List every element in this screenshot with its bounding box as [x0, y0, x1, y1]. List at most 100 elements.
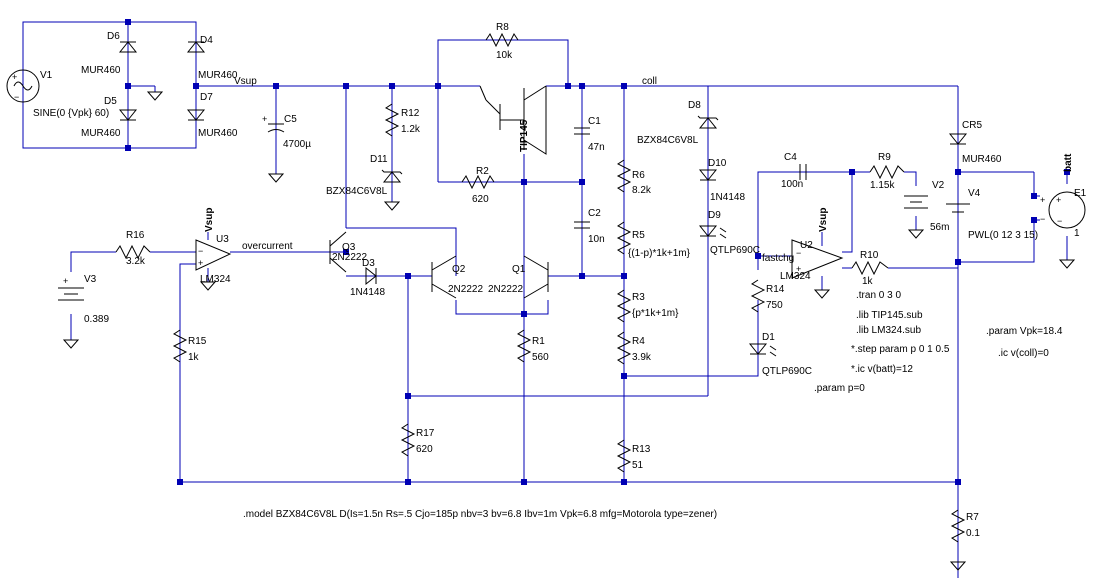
label-CR5: CR5 — [962, 120, 982, 131]
label-D5: D5 — [104, 96, 117, 107]
zener-D8: D8 BZX84C6V8L — [637, 100, 719, 146]
resistor-R5: R5 {(1-p)*1k+1m} — [616, 221, 691, 259]
label-D9: D9 — [708, 210, 721, 221]
value-R9: 1.15k — [870, 180, 895, 191]
resistor-R16: R16 3.2k — [115, 230, 151, 267]
value-D3: 1N4148 — [350, 287, 385, 298]
directive-model: .model BZX84C6V8L D(Is=1.5n Rs=.5 Cjo=18… — [243, 509, 717, 520]
value-D1: QTLP690C — [762, 366, 812, 377]
label-Q2: Q2 — [452, 264, 466, 275]
resistor-R6: R6 8.2k — [616, 159, 652, 196]
label-R15: R15 — [188, 336, 207, 347]
label-R8: R8 — [496, 22, 509, 33]
transistor-Q2: Q2 2N2222 — [431, 255, 483, 299]
capacitor-C1: C1 47n — [574, 116, 605, 153]
value-TIP145: TIP145 — [519, 119, 530, 152]
label-C1: C1 — [588, 116, 601, 127]
symbol-mark: + — [1056, 195, 1061, 205]
label-D4: D4 — [200, 35, 213, 46]
directive-step: *.step param p 0 1 0.5 — [851, 344, 950, 355]
value-Q2: 2N2222 — [448, 284, 483, 295]
resistor-R17: R17 620 — [400, 423, 435, 457]
value-R1: 560 — [532, 352, 549, 363]
value-U3: LM324 — [200, 274, 231, 285]
value-V1: SINE(0 {Vpk} 60) — [33, 108, 109, 119]
led-D9: D9 QTLP690C — [698, 210, 760, 256]
value-R13: 51 — [632, 460, 644, 471]
label-R12: R12 — [401, 108, 420, 119]
source-V3: + V3 0.389 — [58, 274, 109, 349]
label-R4: R4 — [632, 336, 645, 347]
symbol-mark: − — [198, 246, 203, 256]
value-V2: 56m — [930, 222, 949, 233]
label-R2: R2 — [476, 166, 489, 177]
value-V3: 0.389 — [84, 314, 109, 325]
resistor-R7: R7 0.1 — [949, 509, 980, 571]
value-D4: MUR460 — [198, 70, 238, 81]
directive-ic-coll: .ic v(coll)=0 — [998, 348, 1049, 359]
transistor-Q3: Q3 2N2222 — [329, 231, 367, 273]
symbol-mark: + — [262, 114, 267, 124]
value-E1: 1 — [1074, 228, 1080, 239]
opamp-U3: − + U3 LM324 Vsup — [195, 208, 232, 291]
directive-param-vpk: .param Vpk=18.4 — [986, 326, 1063, 337]
label-C5: C5 — [284, 114, 297, 125]
label-Q1: Q1 — [512, 264, 526, 275]
label-R14: R14 — [766, 284, 785, 295]
value-R14: 750 — [766, 300, 783, 311]
value-CR5: MUR460 — [962, 154, 1002, 165]
directive-tran: .tran 0 3 0 — [856, 290, 901, 301]
value-Q1: 2N2222 — [488, 284, 523, 295]
resistor-R10: R10 1k — [851, 250, 889, 287]
value-R4: 3.9k — [632, 352, 652, 363]
diode-D3: D3 1N4148 — [350, 258, 385, 298]
symbol-mark: + — [1040, 195, 1045, 205]
symbol-mark: + — [198, 258, 203, 268]
label-E1: E1 — [1074, 188, 1087, 199]
diode-D7: D7 MUR460 — [186, 92, 238, 139]
label-D6: D6 — [107, 31, 120, 42]
directive-ic-batt: *.ic v(batt)=12 — [851, 364, 913, 375]
value-D5: MUR460 — [81, 128, 121, 139]
source-E1: + − + − E1 1 — [1040, 188, 1087, 269]
value-C5: 4700µ — [283, 139, 311, 150]
resistor-R13: R13 51 — [616, 439, 651, 473]
net-fastchg: fastchg — [762, 253, 794, 264]
value-R7: 0.1 — [966, 528, 980, 539]
label-R3: R3 — [632, 292, 645, 303]
label-R5: R5 — [632, 230, 645, 241]
value-C1: 47n — [588, 142, 605, 153]
label-R17: R17 — [416, 428, 435, 439]
label-U2: U2 — [800, 240, 813, 251]
opamp-U2: − + U2 LM324 Vsup — [780, 208, 844, 299]
label-R10: R10 — [860, 250, 879, 261]
label-D11: D11 — [370, 154, 388, 165]
net-overcurrent: overcurrent — [242, 241, 293, 252]
value-C2: 10n — [588, 234, 605, 245]
label-D10: D10 — [708, 158, 727, 169]
label-D3: D3 — [362, 258, 375, 269]
symbol-mark: + — [796, 264, 801, 274]
label-R6: R6 — [632, 170, 645, 181]
led-D1: D1 QTLP690C — [748, 332, 812, 377]
value-R17: 620 — [416, 444, 433, 455]
label-C4: C4 — [784, 152, 797, 163]
resistor-R1: R1 560 — [516, 329, 549, 363]
directive-param-p: .param p=0 — [814, 383, 865, 394]
value-D8: BZX84C6V8L — [637, 135, 699, 146]
value-D7: MUR460 — [198, 128, 238, 139]
label-V2: V2 — [932, 180, 945, 191]
value-R6: 8.2k — [632, 185, 652, 196]
source-V1: + − V1 SINE(0 {Vpk} 60) — [6, 69, 109, 119]
resistor-R8: R8 10k — [485, 22, 519, 61]
value-D9: QTLP690C — [710, 245, 760, 256]
source-V4: V4 PWL(0 12 3 15) — [946, 188, 1038, 241]
value-R2: 620 — [472, 194, 489, 205]
diode-D4: D4 MUR460 — [186, 35, 238, 81]
value-R3: {p*1k+1m} — [632, 308, 679, 319]
resistor-R4: R4 3.9k — [616, 331, 652, 365]
value-R10: 1k — [862, 276, 874, 287]
label-D7: D7 — [200, 92, 213, 103]
resistor-R12: R12 1.2k — [384, 103, 421, 137]
